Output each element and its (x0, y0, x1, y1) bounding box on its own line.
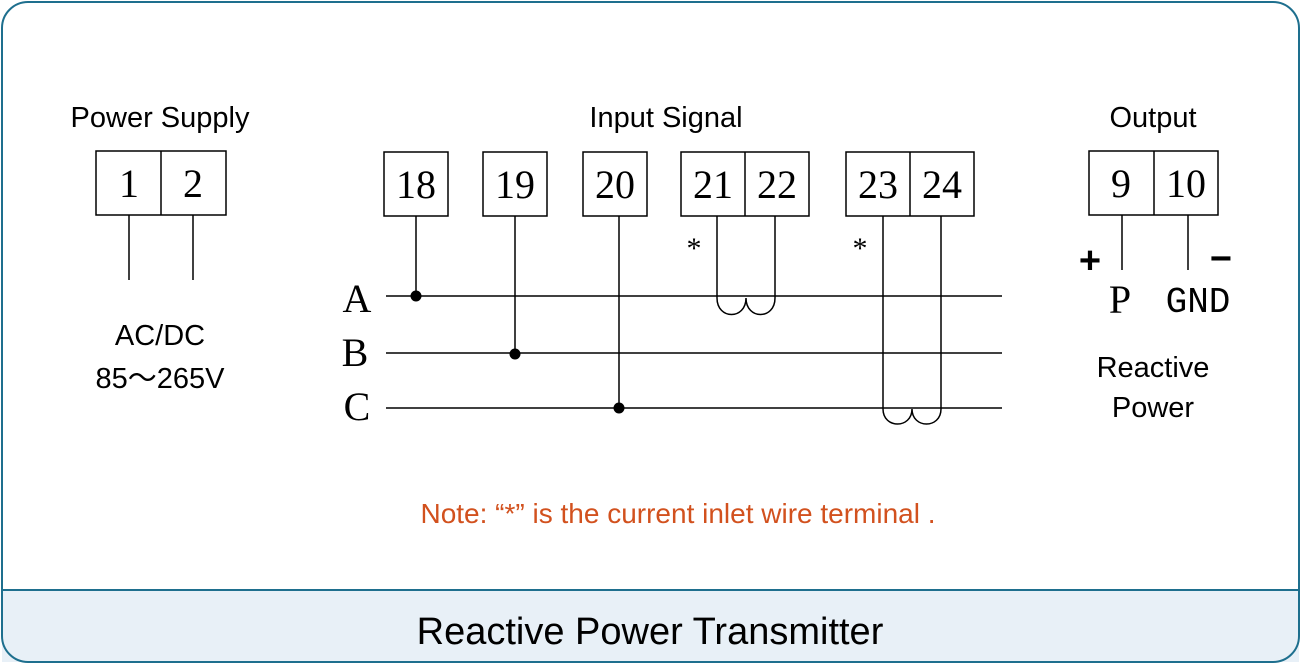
output-leads (1121, 215, 1189, 270)
terminal-9: 9 (1111, 161, 1131, 206)
phase-lines (386, 295, 1002, 409)
terminal-1: 1 (119, 161, 139, 206)
output-plus-sign: + (1079, 240, 1101, 282)
output-quantity-line1: Reactive (1097, 352, 1210, 384)
input-terminal-boxes (383, 151, 975, 217)
current-inlet-mark-21: * (687, 232, 702, 265)
power-spec-line1: AC/DC (115, 320, 205, 352)
terminal-23: 23 (858, 162, 898, 207)
current-loop-a (716, 216, 776, 316)
power-spec-line2: 85～265V (96, 363, 226, 395)
terminal-19: 19 (495, 162, 535, 207)
phase-label-a: A (343, 276, 372, 321)
terminal-24: 24 (922, 162, 962, 207)
terminal-20: 20 (595, 162, 635, 207)
terminal-2: 2 (183, 161, 203, 206)
output-heading: Output (1109, 102, 1196, 134)
output-terminal-block (1088, 150, 1219, 216)
terminal-10: 10 (1166, 161, 1206, 206)
power-terminal-block (95, 150, 227, 216)
voltage-taps (415, 216, 620, 408)
power-leads (128, 215, 194, 280)
output-minus-sign: − (1210, 238, 1232, 280)
footer-title: Reactive Power Transmitter (417, 611, 884, 653)
terminal-22: 22 (757, 162, 797, 207)
footer-band (2, 590, 1299, 662)
junction-dots (410, 290, 625, 414)
phase-label-c: C (344, 384, 371, 429)
power-supply-heading: Power Supply (71, 102, 250, 134)
current-loop-c (882, 216, 942, 425)
current-inlet-mark-23: * (853, 232, 868, 265)
terminal-21: 21 (693, 162, 733, 207)
output-p-label: P (1109, 277, 1131, 322)
phase-label-b: B (342, 330, 369, 375)
terminal-18: 18 (396, 162, 436, 207)
output-quantity-line2: Power (1112, 392, 1195, 424)
input-signal-heading: Input Signal (589, 102, 742, 134)
output-gnd-label: GND (1166, 282, 1231, 323)
note-text: Note: “*” is the current inlet wire term… (420, 498, 935, 529)
